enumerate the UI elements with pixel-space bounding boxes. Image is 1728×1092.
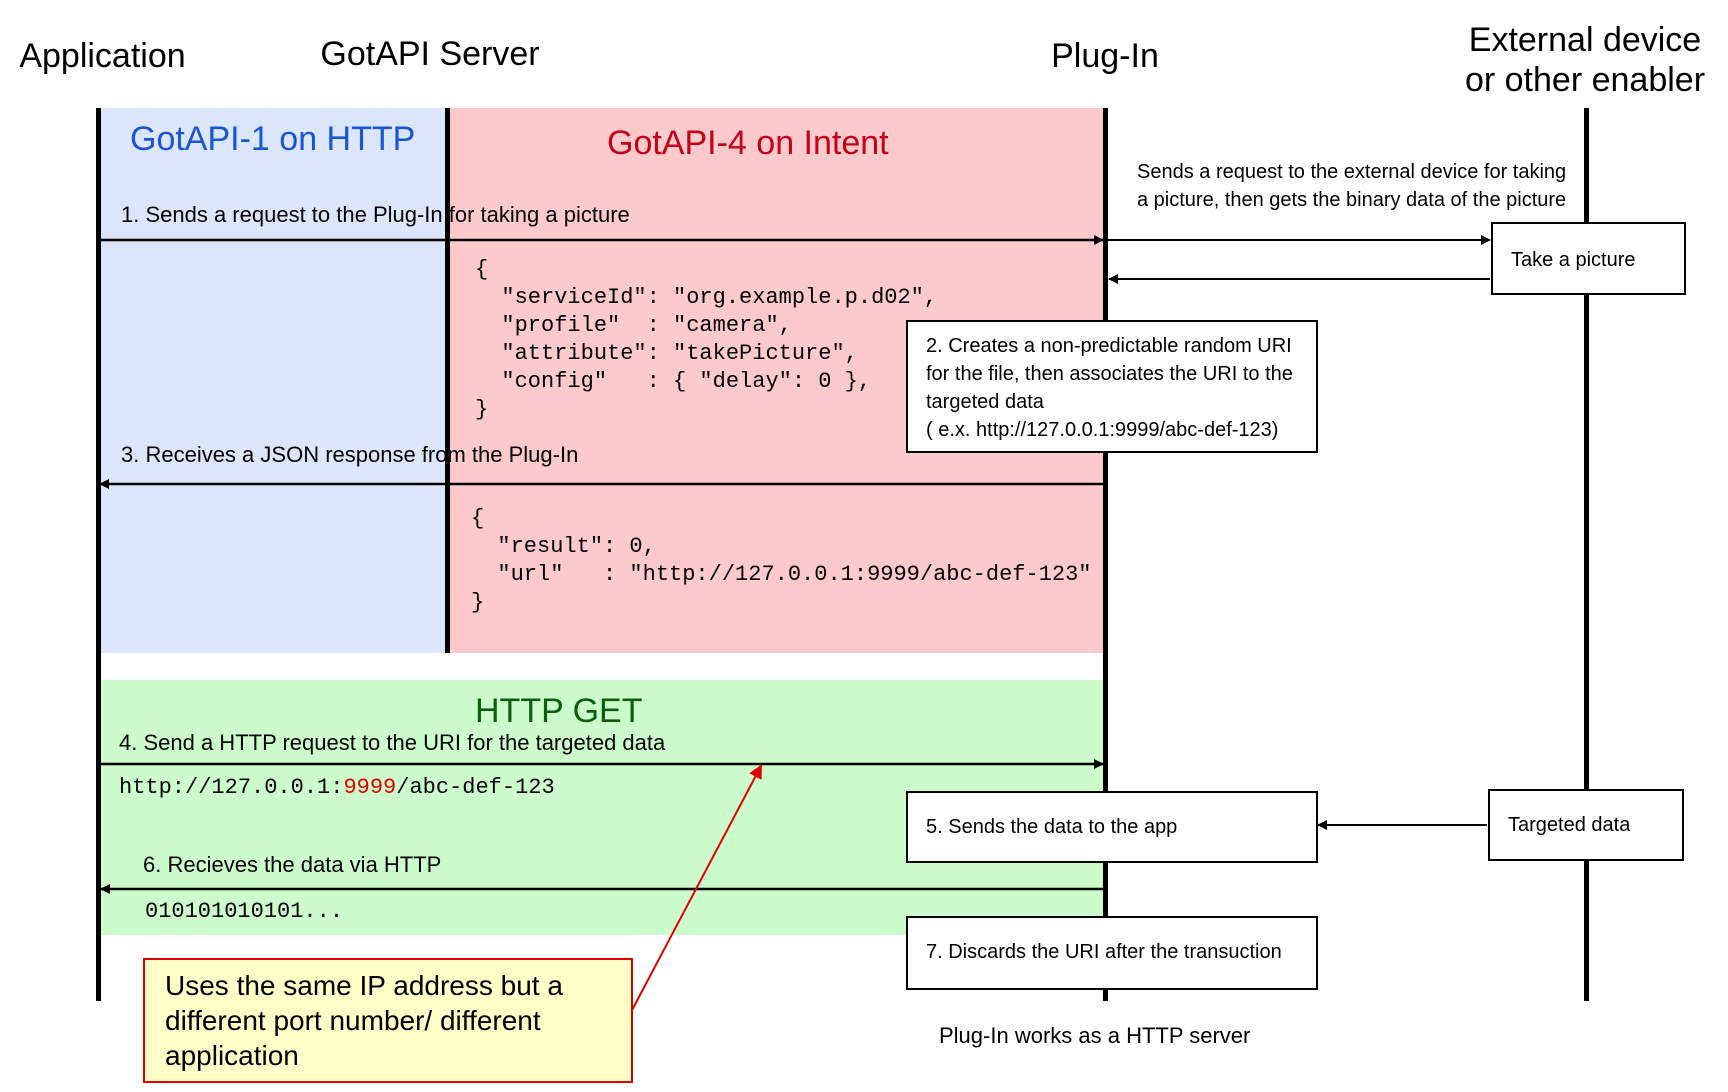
step-2-line4: ( e.x. http://127.0.0.1:9999/abc-def-123… (926, 419, 1279, 441)
step-2-line1: 2. Creates a non-predictable random URI (926, 335, 1292, 357)
callout-line3: application (165, 1040, 299, 1071)
plugin-http-server-note: Plug-In works as a HTTP server (939, 1023, 1251, 1048)
message-6-label: 6. Recieves the data via HTTP (143, 852, 442, 877)
message-3-label: 3. Receives a JSON response from the Plu… (121, 442, 579, 467)
message-4-label: 4. Send a HTTP request to the URI for th… (119, 730, 666, 755)
band-gotapi1 (100, 108, 447, 653)
take-picture-box: Take a picture (1491, 222, 1686, 295)
participant-external-device: External device or other enabler (1440, 20, 1728, 100)
step-5-label: 5. Sends the data to the app (926, 816, 1178, 838)
lifeline-application (96, 108, 101, 1001)
band-gotapi4-title: GotAPI-4 on Intent (607, 124, 889, 162)
participant-plugin: Plug-In (1051, 37, 1159, 75)
participant-gotapi-server: GotAPI Server (320, 35, 540, 73)
step-2-box: 2. Creates a non-predictable random URI … (906, 320, 1318, 453)
target-url-prefix: http://127.0.0.1: (119, 775, 344, 800)
targeted-data-label: Targeted data (1508, 814, 1631, 836)
external-request-note: Sends a request to the external device f… (1137, 158, 1566, 214)
step-7-label: 7. Discards the URI after the transuctio… (926, 941, 1282, 963)
callout-pointer (629, 764, 762, 1015)
message-1-label: 1. Sends a request to the Plug-In for ta… (121, 202, 630, 227)
lifeline-plugin (1103, 108, 1108, 1001)
binary-data: 010101010101... (145, 899, 344, 924)
band-http-get-title: HTTP GET (475, 692, 643, 730)
request-json: { "serviceId": "org.example.p.d02", "pro… (475, 257, 938, 422)
step-5-box: 5. Sends the data to the app (906, 791, 1318, 863)
target-url-port: 9999 (343, 775, 397, 800)
step-2-line3: targeted data (926, 391, 1044, 413)
step-7-box: 7. Discards the URI after the transuctio… (906, 916, 1318, 990)
take-picture-label: Take a picture (1511, 249, 1636, 271)
external-note-line2: a picture, then gets the binary data of … (1137, 189, 1567, 211)
target-url: http://127.0.0.1:9999/abc-def-123 (119, 774, 555, 802)
participant-external-line1: External device (1468, 21, 1702, 59)
port-callout: Uses the same IP address but a different… (143, 958, 633, 1083)
target-url-suffix: /abc-def-123 (396, 775, 555, 800)
participant-external-line2: or other enabler (1464, 61, 1706, 99)
targeted-data-box: Targeted data (1488, 789, 1684, 861)
participant-application: Application (19, 37, 186, 75)
external-note-line1: Sends a request to the external device f… (1137, 161, 1567, 183)
band-gotapi1-title: GotAPI-1 on HTTP (130, 120, 416, 158)
lifeline-external-device (1584, 108, 1589, 1001)
step-2-line2: for the file, then associates the URI to… (926, 363, 1293, 385)
lifeline-gotapi-server (445, 108, 450, 653)
callout-line2: different port number/ different (165, 1005, 541, 1036)
response-json: { "result": 0, "url" : "http://127.0.0.1… (471, 506, 1092, 615)
callout-line1: Uses the same IP address but a (165, 970, 563, 1001)
